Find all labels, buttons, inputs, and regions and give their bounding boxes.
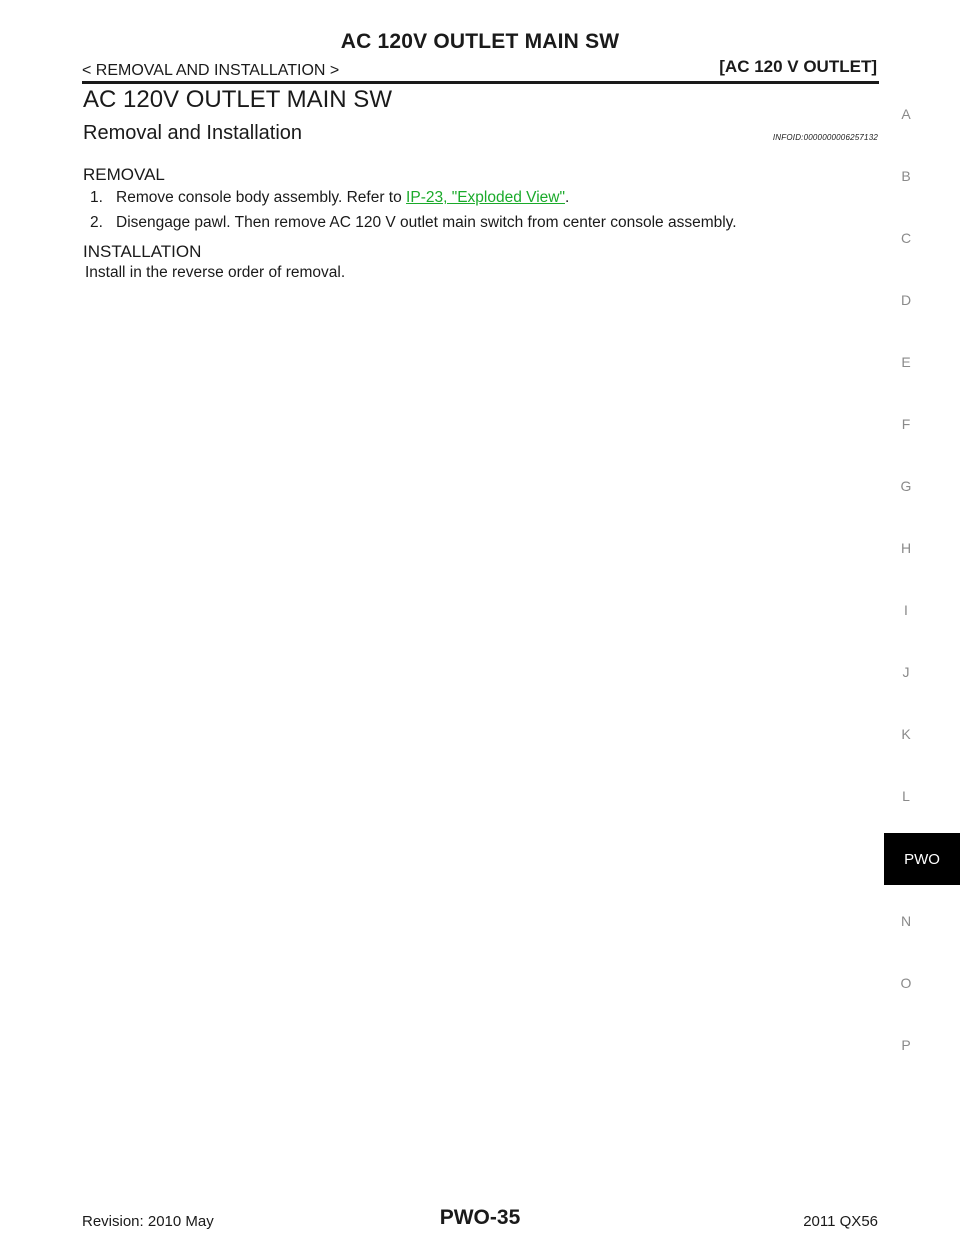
step-text-end: . (564, 189, 570, 206)
index-letter-f[interactable]: F (901, 416, 911, 432)
page-title: AC 120V OUTLET MAIN SW (83, 86, 392, 113)
breadcrumb: < REMOVAL AND INSTALLATION > (82, 62, 340, 79)
index-letter-g[interactable]: G (900, 478, 912, 494)
index-letter-e[interactable]: E (901, 354, 911, 370)
step-text: Disengage pawl. Then remove AC 120 V out… (116, 214, 737, 231)
header-divider (82, 81, 879, 84)
removal-step-1: 1. Remove console body assembly. Refer to… (90, 189, 569, 207)
exploded-view-link[interactable]: IP-23, "Exploded View" (406, 189, 565, 206)
footer-revision: Revision: 2010 May (82, 1213, 214, 1230)
index-letter-c[interactable]: C (900, 230, 912, 246)
index-letter-j[interactable]: J (902, 664, 910, 680)
footer-page-number: PWO-35 (439, 1206, 521, 1229)
installation-text: Install in the reverse order of removal. (85, 264, 346, 281)
footer-model: 2011 QX56 (803, 1213, 878, 1230)
section-heading: Removal and Installation (83, 122, 303, 144)
index-letter-a[interactable]: A (901, 106, 911, 122)
index-letter-d[interactable]: D (900, 292, 912, 308)
index-letter-k[interactable]: K (901, 726, 911, 742)
index-letter-l[interactable]: L (902, 788, 910, 804)
step-number: 1. (90, 189, 103, 206)
header-title: AC 120V OUTLET MAIN SW (340, 30, 620, 53)
installation-heading: INSTALLATION (83, 242, 202, 261)
index-letter-h[interactable]: H (900, 540, 912, 556)
index-letter-o[interactable]: O (900, 975, 912, 991)
index-letter-p[interactable]: P (901, 1037, 911, 1053)
removal-heading: REMOVAL (83, 165, 165, 184)
index-letter-b[interactable]: B (901, 168, 911, 184)
index-letter-i[interactable]: I (904, 602, 908, 618)
info-id: INFOID:0000000006257132 (772, 133, 878, 142)
step-number: 2. (90, 214, 103, 231)
removal-step-2: 2. Disengage pawl. Then remove AC 120 V o… (90, 214, 737, 232)
header-section-label: [AC 120 V OUTLET] (719, 57, 877, 76)
index-tab-active[interactable]: PWO (884, 833, 960, 885)
step-text: Remove console body assembly. Refer to (116, 189, 407, 206)
index-letter-n[interactable]: N (900, 913, 912, 929)
